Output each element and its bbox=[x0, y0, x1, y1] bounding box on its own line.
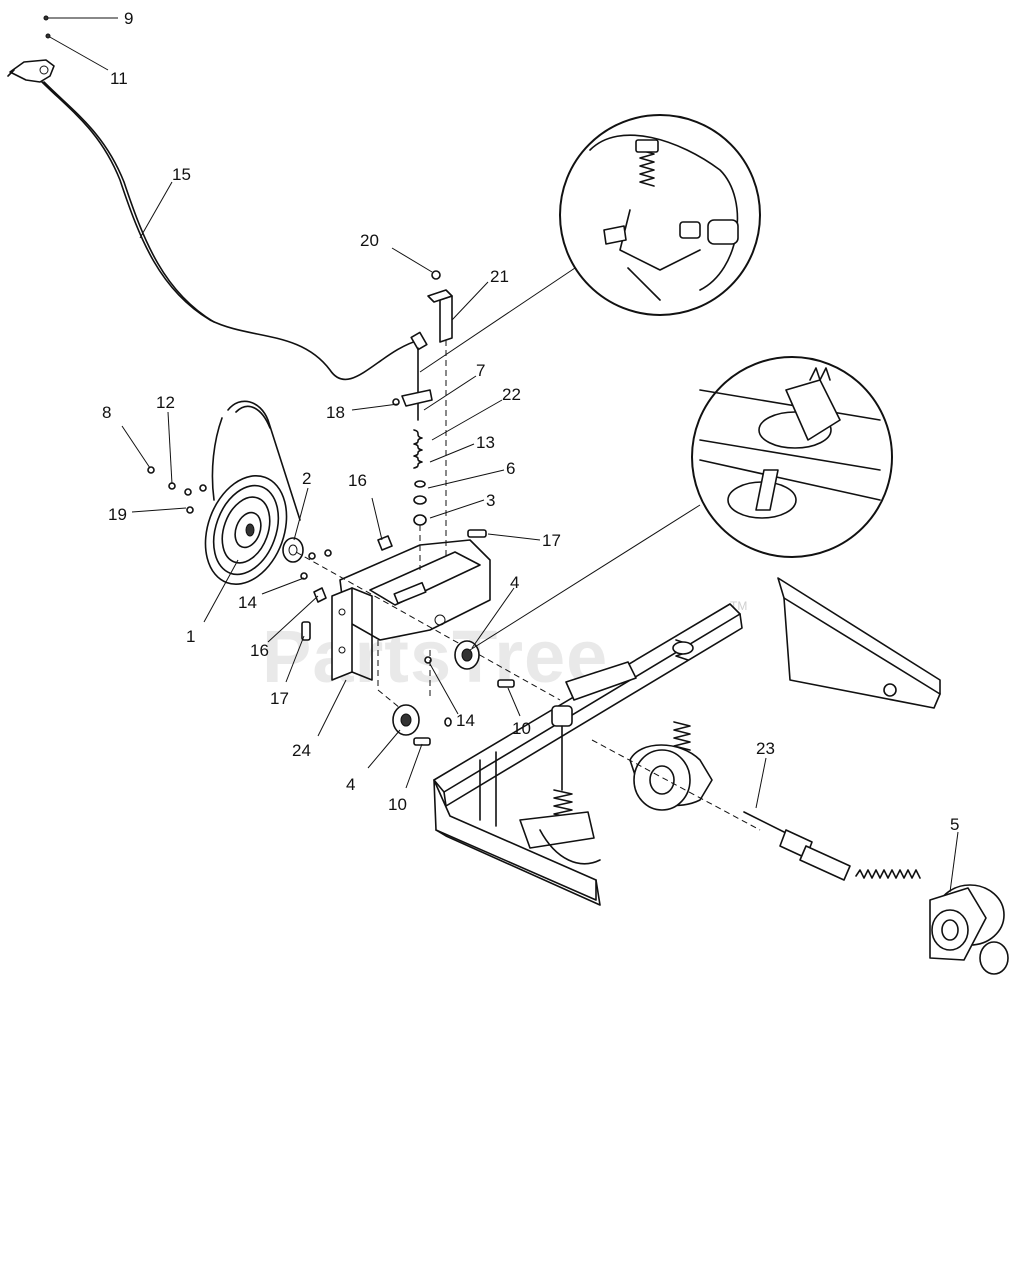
callout-10-lower: 10 bbox=[388, 795, 407, 814]
watermark-text: PartsTree bbox=[262, 615, 608, 698]
callout-10-right: 10 bbox=[512, 719, 531, 738]
callout-24: 24 bbox=[292, 741, 311, 760]
bearing-lower bbox=[392, 704, 420, 736]
right-gearbox bbox=[929, 884, 1009, 975]
callout-13: 13 bbox=[476, 433, 495, 452]
callout-18: 18 bbox=[326, 403, 345, 422]
axis-line-pulley bbox=[295, 551, 561, 701]
drive-belt bbox=[211, 400, 301, 521]
pulley bbox=[204, 474, 288, 586]
callout-23: 23 bbox=[756, 739, 775, 758]
callout-22: 22 bbox=[502, 385, 521, 404]
callout-5: 5 bbox=[950, 815, 959, 834]
callout-4-upper: 4 bbox=[510, 573, 519, 592]
pulley-hub bbox=[282, 537, 304, 563]
callout-16-top: 16 bbox=[348, 471, 367, 490]
callout-11: 11 bbox=[110, 69, 128, 88]
detail-pointer-2 bbox=[469, 504, 701, 651]
leader-lines bbox=[43, 15, 959, 893]
frame-springs bbox=[551, 639, 694, 819]
callout-1: 1 bbox=[186, 627, 195, 646]
control-cable bbox=[39, 79, 428, 381]
axis-line-bearing bbox=[377, 640, 431, 709]
detail-circle-shaft-mount bbox=[691, 356, 893, 558]
idler-bracket bbox=[331, 539, 491, 681]
callout-9: 9 bbox=[124, 9, 133, 28]
callout-21: 21 bbox=[490, 267, 509, 286]
detail-pointer-1 bbox=[419, 267, 576, 373]
callout-17-top: 17 bbox=[542, 531, 561, 550]
callout-15: 15 bbox=[172, 165, 191, 184]
detail-circle-cable-mount bbox=[559, 114, 761, 316]
callout-8: 8 bbox=[102, 403, 111, 422]
callout-12: 12 bbox=[156, 393, 175, 412]
spring-rod-assembly bbox=[401, 270, 453, 570]
callout-3: 3 bbox=[486, 491, 495, 510]
callout-14-left: 14 bbox=[238, 593, 257, 612]
mower-frame bbox=[433, 577, 941, 906]
center-gearbox bbox=[519, 744, 713, 865]
callout-16-bottom: 16 bbox=[250, 641, 269, 660]
callout-20: 20 bbox=[360, 231, 379, 250]
callout-2: 2 bbox=[302, 469, 311, 488]
drive-shaft bbox=[591, 739, 921, 881]
callout-6: 6 bbox=[506, 459, 515, 478]
callout-4-lower: 4 bbox=[346, 775, 355, 794]
callout-7: 7 bbox=[476, 361, 485, 380]
callout-17-bottom: 17 bbox=[270, 689, 289, 708]
callout-19: 19 bbox=[108, 505, 127, 524]
small-hardware bbox=[147, 398, 515, 746]
callout-labels: 9 11 15 20 21 7 18 22 13 6 3 17 8 12 19 … bbox=[102, 9, 959, 834]
callout-14-right: 14 bbox=[456, 711, 475, 730]
bearing-upper bbox=[454, 640, 480, 670]
control-lever bbox=[7, 59, 55, 83]
